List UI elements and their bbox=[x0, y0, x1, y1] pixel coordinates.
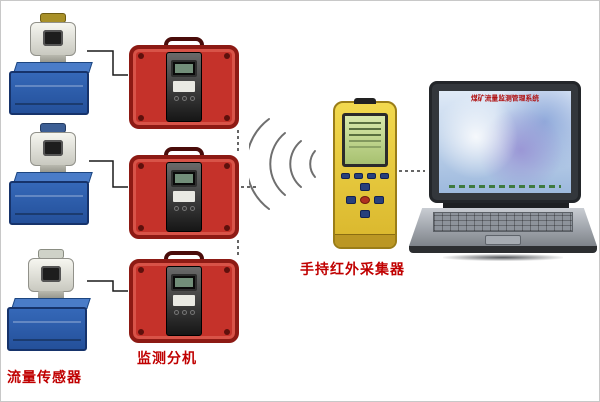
handheld-collector-label: 手持红外采集器 bbox=[300, 261, 405, 277]
sensor-tank bbox=[7, 298, 91, 352]
key-enter bbox=[360, 196, 370, 204]
panel-buttons bbox=[167, 96, 201, 101]
transmitter-display bbox=[43, 30, 63, 46]
sensor-transmitter bbox=[26, 123, 80, 174]
control-panel bbox=[166, 162, 202, 232]
flow-sensor-label: 流量传感器 bbox=[7, 369, 82, 385]
transmitter-display bbox=[41, 266, 61, 282]
corner-screw bbox=[138, 163, 144, 169]
transmitter-flange bbox=[40, 55, 66, 64]
transmitter-body bbox=[30, 132, 76, 166]
key-left bbox=[346, 196, 356, 204]
sensor-transmitter bbox=[26, 13, 80, 64]
handheld-collector bbox=[333, 98, 397, 249]
laptop-base bbox=[409, 208, 597, 246]
panel-buttons bbox=[167, 310, 201, 315]
laptop-screen-bezel: 煤矿流量监测管理系统 bbox=[429, 81, 581, 203]
monitor-unit-2 bbox=[129, 147, 239, 239]
key-right bbox=[374, 196, 384, 204]
corner-screw bbox=[138, 115, 144, 121]
transmitter-flange bbox=[40, 165, 66, 174]
laptop-hinge bbox=[443, 203, 569, 208]
case-handle bbox=[164, 37, 204, 50]
sensor-tank bbox=[9, 172, 93, 226]
monitor-unit-label: 监测分机 bbox=[137, 350, 197, 366]
case-handle bbox=[164, 251, 204, 264]
transmitter-body bbox=[28, 258, 74, 292]
laptop: 煤矿流量监测管理系统 bbox=[409, 81, 597, 261]
sensor-transmitter bbox=[24, 249, 78, 300]
laptop-touchpad bbox=[485, 235, 521, 245]
key-up bbox=[360, 183, 370, 191]
laptop-screen-text-marks bbox=[449, 185, 561, 188]
tank-front-face bbox=[7, 307, 87, 351]
panel-label-sticker bbox=[173, 295, 195, 306]
corner-screw bbox=[138, 225, 144, 231]
tank-front-face bbox=[9, 71, 89, 115]
panel-display bbox=[171, 60, 197, 77]
wireless-signal-icon bbox=[249, 118, 316, 210]
monitor-unit-3 bbox=[129, 251, 239, 343]
case-handle bbox=[164, 147, 204, 160]
panel-buttons bbox=[167, 206, 201, 211]
flow-sensor-2 bbox=[9, 123, 97, 226]
handheld-base bbox=[335, 234, 395, 247]
transmitter-body bbox=[30, 22, 76, 56]
flow-sensor-1 bbox=[9, 13, 97, 116]
control-panel bbox=[166, 266, 202, 336]
case-body bbox=[129, 155, 239, 239]
control-panel bbox=[166, 52, 202, 122]
case-body bbox=[129, 259, 239, 343]
laptop-display: 煤矿流量监测管理系统 bbox=[439, 91, 571, 193]
corner-screw bbox=[138, 53, 144, 59]
corner-screw bbox=[224, 115, 230, 121]
laptop-keyboard bbox=[433, 212, 573, 232]
panel-label-sticker bbox=[173, 191, 195, 202]
corner-screw bbox=[224, 53, 230, 59]
transmitter-flange bbox=[38, 291, 64, 300]
panel-display bbox=[171, 274, 197, 291]
case-body bbox=[129, 45, 239, 129]
corner-screw bbox=[138, 329, 144, 335]
sensor-tank bbox=[9, 62, 93, 116]
corner-screw bbox=[224, 163, 230, 169]
handheld-function-keys bbox=[335, 173, 395, 179]
corner-screw bbox=[224, 225, 230, 231]
laptop-front-edge bbox=[409, 246, 597, 253]
infrared-port bbox=[354, 98, 376, 104]
laptop-shadow bbox=[443, 254, 563, 261]
corner-screw bbox=[138, 267, 144, 273]
transmitter-display bbox=[43, 140, 63, 156]
handheld-keypad bbox=[345, 183, 385, 219]
panel-display bbox=[171, 170, 197, 187]
laptop-screen-title: 煤矿流量监测管理系统 bbox=[471, 94, 539, 103]
corner-screw bbox=[224, 267, 230, 273]
monitor-unit-1 bbox=[129, 37, 239, 129]
key-down bbox=[360, 210, 370, 218]
flow-sensor-3 bbox=[7, 249, 95, 352]
tank-front-face bbox=[9, 181, 89, 225]
handheld-lcd-screen bbox=[342, 113, 388, 167]
panel-label-sticker bbox=[173, 81, 195, 92]
corner-screw bbox=[224, 329, 230, 335]
